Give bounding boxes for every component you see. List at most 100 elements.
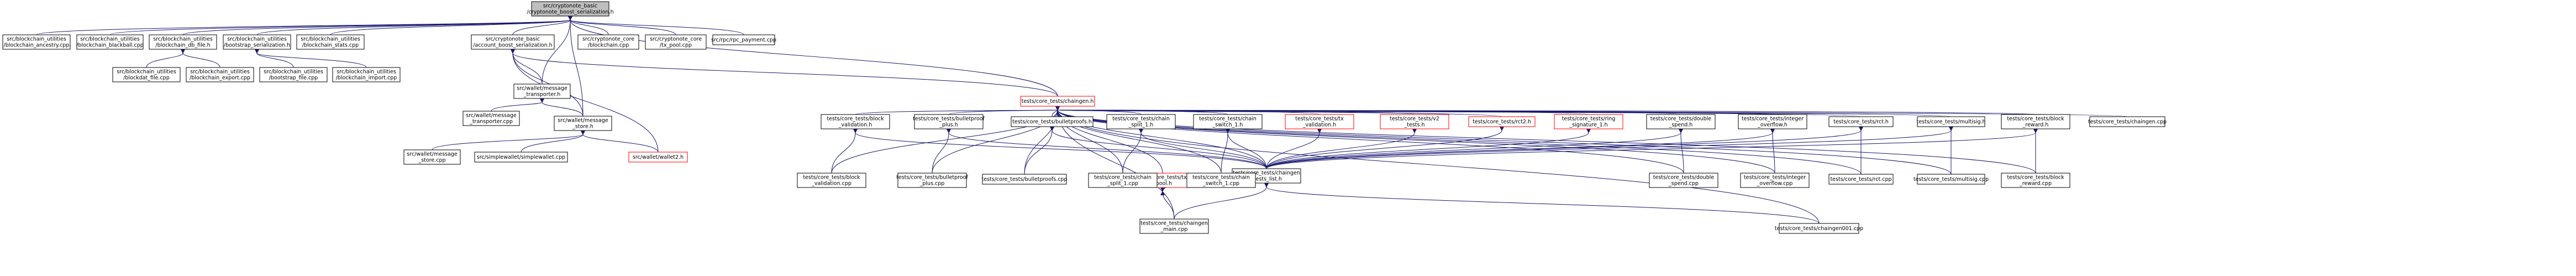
include-edge — [580, 130, 659, 153]
file-node[interactable]: tests/core_tests/integer_overflow.h — [1738, 114, 1807, 129]
root-file-node: src/cryptonote_basic/cryptonote_boost_se… — [527, 1, 614, 17]
include-edge — [510, 49, 1058, 97]
include-edge — [510, 49, 543, 85]
file-node-label: src/wallet/message — [466, 113, 517, 119]
file-node-label: tests/core_tests/chain — [1094, 175, 1152, 181]
file-node-label: src/blockchain_utilities — [80, 37, 140, 43]
file-node-label: _plus.h — [939, 122, 958, 128]
file-node[interactable]: tests/core_tests/chain_split_1.cpp — [1088, 173, 1158, 188]
file-node-label: tests/core_tests/tx — [1138, 175, 1187, 181]
file-node[interactable]: tests/core_tests/rct.h — [1828, 116, 1894, 127]
file-node-label: /cryptonote_boost_serialization.h — [527, 9, 613, 15]
include-edge — [542, 15, 573, 85]
file-node[interactable]: src/blockchain_utilities/blockchain_stat… — [296, 34, 365, 50]
file-node-label: /blockdat_file.cpp — [123, 75, 170, 81]
file-node[interactable]: tests/core_tests/block_reward.h — [2001, 114, 2070, 129]
file-node-label: src/cryptonote_core — [582, 37, 634, 43]
file-node-label: _switch_1.h — [1212, 122, 1243, 128]
file-node-label: tests/core_tests/rct.cpp — [1830, 176, 1891, 183]
file-node[interactable]: tests/core_tests/v2_tests.h — [1380, 114, 1449, 129]
file-node[interactable]: tests/core_tests/rct2.h — [1468, 116, 1536, 127]
include-edge — [948, 106, 1061, 115]
file-node[interactable]: src/wallet/message_store.h — [554, 116, 612, 131]
file-node-label: tests/core_tests/chain — [1199, 116, 1257, 122]
file-node[interactable]: tests/core_tests/chaingen001.cpp — [1775, 223, 1863, 234]
file-node-label: tests/core_tests/integer — [1744, 175, 1806, 181]
file-node-label: src/blockchain_utilities — [264, 69, 323, 75]
file-node[interactable]: src/cryptonote_basic/account_boost_seria… — [471, 34, 555, 50]
file-node-label: _validation.h — [838, 122, 872, 128]
file-node-label: tests/core_tests/chaingen — [1233, 170, 1300, 176]
file-node[interactable]: src/blockchain_utilities/bootstrap_seria… — [223, 34, 291, 50]
file-node-label: tests/core_tests/chain — [1192, 175, 1250, 181]
include-edge — [1138, 128, 1267, 169]
file-node-label: tests/core_tests/rct.h — [1833, 119, 1889, 125]
file-node[interactable]: tests/core_tests/bulletproofs.h — [1011, 116, 1094, 127]
include-edge — [1225, 128, 1267, 169]
file-node[interactable]: tests/core_tests/block_reward.cpp — [2001, 173, 2070, 188]
file-node-label: _switch_1.cpp — [1202, 181, 1239, 187]
include-edge — [1266, 128, 2038, 169]
file-node-label: tests/core_tests/bulletproof — [913, 116, 985, 122]
file-node[interactable]: tests/core_tests/bulletproofs.cpp — [982, 174, 1068, 185]
file-node[interactable]: tests/core_tests/chaingen.h — [1020, 96, 1095, 107]
file-node[interactable]: src/wallet/wallet2.h — [628, 152, 688, 163]
file-node[interactable]: tests/core_tests/bulletproof_plus.cpp — [896, 173, 969, 188]
file-node-label: src/blockchain_utilities — [337, 69, 396, 75]
include-edge — [932, 128, 951, 174]
file-node[interactable]: src/blockchain_utilities/blockchain_expo… — [186, 67, 254, 82]
file-node[interactable]: tests/core_tests/chain_switch_1.cpp — [1186, 173, 1256, 188]
include-edge — [567, 15, 609, 35]
file-node[interactable]: tests/core_tests/multisig.cpp — [1913, 174, 1989, 185]
file-node[interactable]: src/wallet/message_transporter.h — [513, 84, 571, 99]
file-node-label: tests/core_tests/bulletproofs.cpp — [982, 176, 1068, 183]
file-node-label: tests/core_tests/block — [2007, 116, 2064, 122]
file-node-label: _pool.h — [1153, 181, 1172, 187]
include-edge — [109, 15, 573, 35]
file-node[interactable]: src/wallet/message_transporter.cpp — [462, 111, 520, 126]
file-node-label: tests/core_tests/double — [1650, 116, 1712, 122]
file-node[interactable]: src/wallet/message_store.cpp — [403, 149, 461, 165]
file-node[interactable]: src/cryptonote_core/tx_pool.cpp — [645, 34, 707, 50]
include-edge — [182, 15, 573, 35]
file-node[interactable]: tests/core_tests/rct.cpp — [1828, 174, 1894, 185]
file-node[interactable]: src/simplewallet/simplewallet.cpp — [474, 152, 568, 163]
file-node[interactable]: src/blockchain_utilities/blockchain_db_f… — [149, 34, 217, 50]
file-node-label: _store.h — [572, 124, 593, 130]
include-edge — [1266, 128, 1591, 169]
file-node-label: src/blockchain_utilities — [227, 37, 287, 43]
file-node[interactable]: src/blockchain_utilities/blockchain_ance… — [2, 34, 71, 50]
file-node[interactable]: src/cryptonote_core/blockchain.cpp — [577, 34, 639, 50]
file-node[interactable]: tests/core_tests/chaingen.cpp — [2088, 116, 2167, 127]
file-node[interactable]: src/blockchain_utilities/blockchain_blac… — [76, 34, 144, 50]
file-node[interactable]: src/blockchain_utilities/blockchain_impo… — [332, 67, 401, 82]
file-node-label: src/blockchain_utilities — [117, 69, 176, 75]
file-node[interactable]: tests/core_tests/tx_validation.h — [1285, 114, 1354, 129]
file-node[interactable]: tests/core_tests/ring_signature_1.h — [1554, 114, 1623, 129]
file-node[interactable]: tests/core_tests/double_spend.cpp — [1649, 173, 1718, 188]
file-node[interactable]: src/blockchain_utilities/blockdat_file.c… — [112, 67, 181, 82]
file-node-label: tests/core_tests/chain — [1112, 116, 1170, 122]
file-node-label: _spend.h — [1669, 122, 1693, 128]
file-node-label: /blockchain.cpp — [588, 43, 629, 49]
file-node-label: src/wallet/message — [407, 152, 458, 158]
file-node-label: /tx_pool.cpp — [660, 43, 692, 49]
file-node-label: _reward.h — [2022, 122, 2049, 128]
file-node[interactable]: tests/core_tests/block_validation.h — [821, 114, 890, 129]
file-node[interactable]: tests/core_tests/chain_switch_1.h — [1193, 114, 1263, 129]
file-node[interactable]: src/rpc/rpc_payment.cpp — [711, 34, 776, 45]
file-node[interactable]: tests/core_tests/multisig.h — [1916, 116, 1986, 127]
file-node-label: _tests_list.h — [1250, 176, 1282, 183]
file-node[interactable]: src/blockchain_utilities/bootstrap_file.… — [259, 67, 328, 82]
file-node[interactable]: tests/core_tests/double_spend.h — [1646, 114, 1716, 129]
file-node[interactable]: tests/core_tests/bulletproof_plus.h — [913, 114, 985, 129]
include-edge — [1055, 106, 1862, 175]
file-node-label: tests/core_tests/bulletproofs.h — [1012, 119, 1092, 125]
file-node[interactable]: tests/core_tests/chain_split_1.h — [1106, 114, 1176, 129]
include-edge — [254, 49, 294, 68]
file-node[interactable]: tests/core_tests/chaingen_main.cpp — [1139, 218, 1209, 234]
file-node[interactable]: tests/core_tests/integer_overflow.cpp — [1740, 173, 1810, 188]
file-node-label: src/blockchain_utilities — [153, 37, 213, 43]
file-node-label: /bootstrap_file.cpp — [269, 75, 318, 81]
file-node[interactable]: tests/core_tests/block_validation.cpp — [797, 173, 866, 188]
